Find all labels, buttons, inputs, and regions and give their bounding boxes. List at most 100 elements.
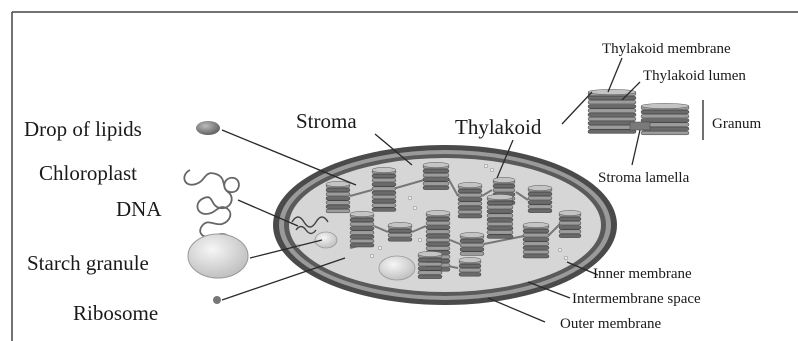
thylakoid-disc [350, 218, 374, 222]
thylakoid-disc [588, 100, 636, 104]
thylakoid-disc [588, 96, 636, 100]
granum-stack [350, 211, 374, 247]
thylakoid-disc [418, 258, 442, 262]
label-granum: Granum [712, 116, 761, 132]
thylakoid-top [372, 167, 396, 172]
thylakoid-disc [641, 131, 689, 135]
thylakoid-disc [426, 230, 450, 234]
ribosome-dot [370, 254, 374, 258]
granum-stack [326, 181, 350, 212]
thylakoid-disc [528, 196, 552, 200]
thylakoid-disc [559, 217, 581, 221]
thylakoid-disc [559, 221, 581, 225]
thylakoid-disc [388, 229, 412, 233]
thylakoid-disc [487, 214, 513, 218]
thylakoid-top [523, 222, 549, 227]
granum-stack [523, 222, 549, 258]
thylakoid-disc [458, 206, 482, 210]
label-inner-membrane: Inner membrane [593, 266, 692, 282]
thylakoid-disc [460, 252, 484, 256]
label-drop-of-lipids: Drop of lipids [24, 117, 142, 141]
thylakoid-disc [523, 250, 549, 254]
thylakoid-disc [423, 173, 449, 177]
ribosome-dot [558, 248, 562, 252]
thylakoid-disc [460, 243, 484, 247]
label-dna: DNA [116, 197, 162, 221]
thylakoid-disc [487, 201, 513, 205]
ribosome-dot [408, 196, 412, 200]
label-thylakoid-lumen: Thylakoid lumen [643, 68, 746, 84]
ribosome-dot [378, 246, 382, 250]
thylakoid-disc [350, 222, 374, 226]
thylakoid-disc [426, 247, 450, 251]
granum-stack [528, 185, 552, 212]
granum-stack [423, 162, 449, 189]
thylakoid-top [460, 232, 484, 237]
ribosome-dot [418, 238, 422, 242]
thylakoid-disc [641, 114, 689, 118]
label-starch-granule: Starch granule [27, 251, 149, 275]
thylakoid-disc [326, 192, 350, 196]
thylakoid-disc [418, 275, 442, 279]
starch-granule-shape [188, 234, 248, 278]
thylakoid-top [559, 210, 581, 215]
thylakoid-disc [528, 209, 552, 213]
thylakoid-disc [493, 184, 515, 188]
leader-stroma-lamella [632, 130, 640, 165]
thylakoid-disc [326, 197, 350, 201]
thylakoid-disc [588, 117, 636, 121]
ribosome-dot [564, 256, 568, 260]
granum-stack [418, 251, 442, 278]
thylakoid-disc [487, 210, 513, 214]
inset-granum-left [588, 89, 636, 133]
ribosome-dot [484, 164, 488, 168]
thylakoid-top [487, 194, 513, 199]
thylakoid-top [493, 177, 515, 182]
ribosome-shape [213, 296, 221, 304]
thylakoid-disc [426, 226, 450, 230]
granum-inset [588, 89, 689, 134]
thylakoid-disc [559, 230, 581, 234]
thylakoid-disc [418, 262, 442, 266]
thylakoid-disc [426, 238, 450, 242]
thylakoid-disc [372, 208, 396, 212]
granum-stack [372, 167, 396, 211]
granum-stack [458, 182, 482, 218]
thylakoid-disc [487, 231, 513, 235]
thylakoid-disc [326, 201, 350, 205]
label-thylakoid: Thylakoid [455, 115, 542, 139]
thylakoid-disc [458, 198, 482, 202]
thylakoid-disc [372, 187, 396, 191]
label-ribosome: Ribosome [73, 301, 158, 325]
thylakoid-disc [641, 119, 689, 123]
thylakoid-disc [588, 126, 636, 130]
thylakoid-disc [426, 234, 450, 238]
granum-stack [459, 257, 481, 276]
thylakoid-disc [372, 199, 396, 203]
thylakoid-top [426, 210, 450, 215]
thylakoid-disc [423, 186, 449, 190]
thylakoid-top [388, 222, 412, 227]
thylakoid-disc [458, 189, 482, 193]
thylakoid-disc [460, 239, 484, 243]
thylakoid-disc [588, 113, 636, 117]
thylakoid-top [350, 211, 374, 216]
granum-stack [460, 232, 484, 255]
label-intermembrane-space: Intermembrane space [572, 291, 701, 307]
thylakoid-top [458, 182, 482, 187]
thylakoid-disc [523, 246, 549, 250]
thylakoid-disc [493, 188, 515, 192]
thylakoid-disc [528, 205, 552, 209]
thylakoid-disc [326, 205, 350, 209]
ribosome-dot [413, 206, 417, 210]
ribosome-dot [490, 168, 494, 172]
lipid-drop [196, 121, 220, 135]
thylakoid-disc [487, 218, 513, 222]
thylakoid-disc [388, 233, 412, 237]
thylakoid-top [418, 251, 442, 256]
thylakoid-disc [523, 242, 549, 246]
leader-thylakoid-inset [562, 92, 592, 124]
thylakoid-disc [588, 121, 636, 125]
label-thylakoid-membrane: Thylakoid membrane [602, 41, 731, 57]
